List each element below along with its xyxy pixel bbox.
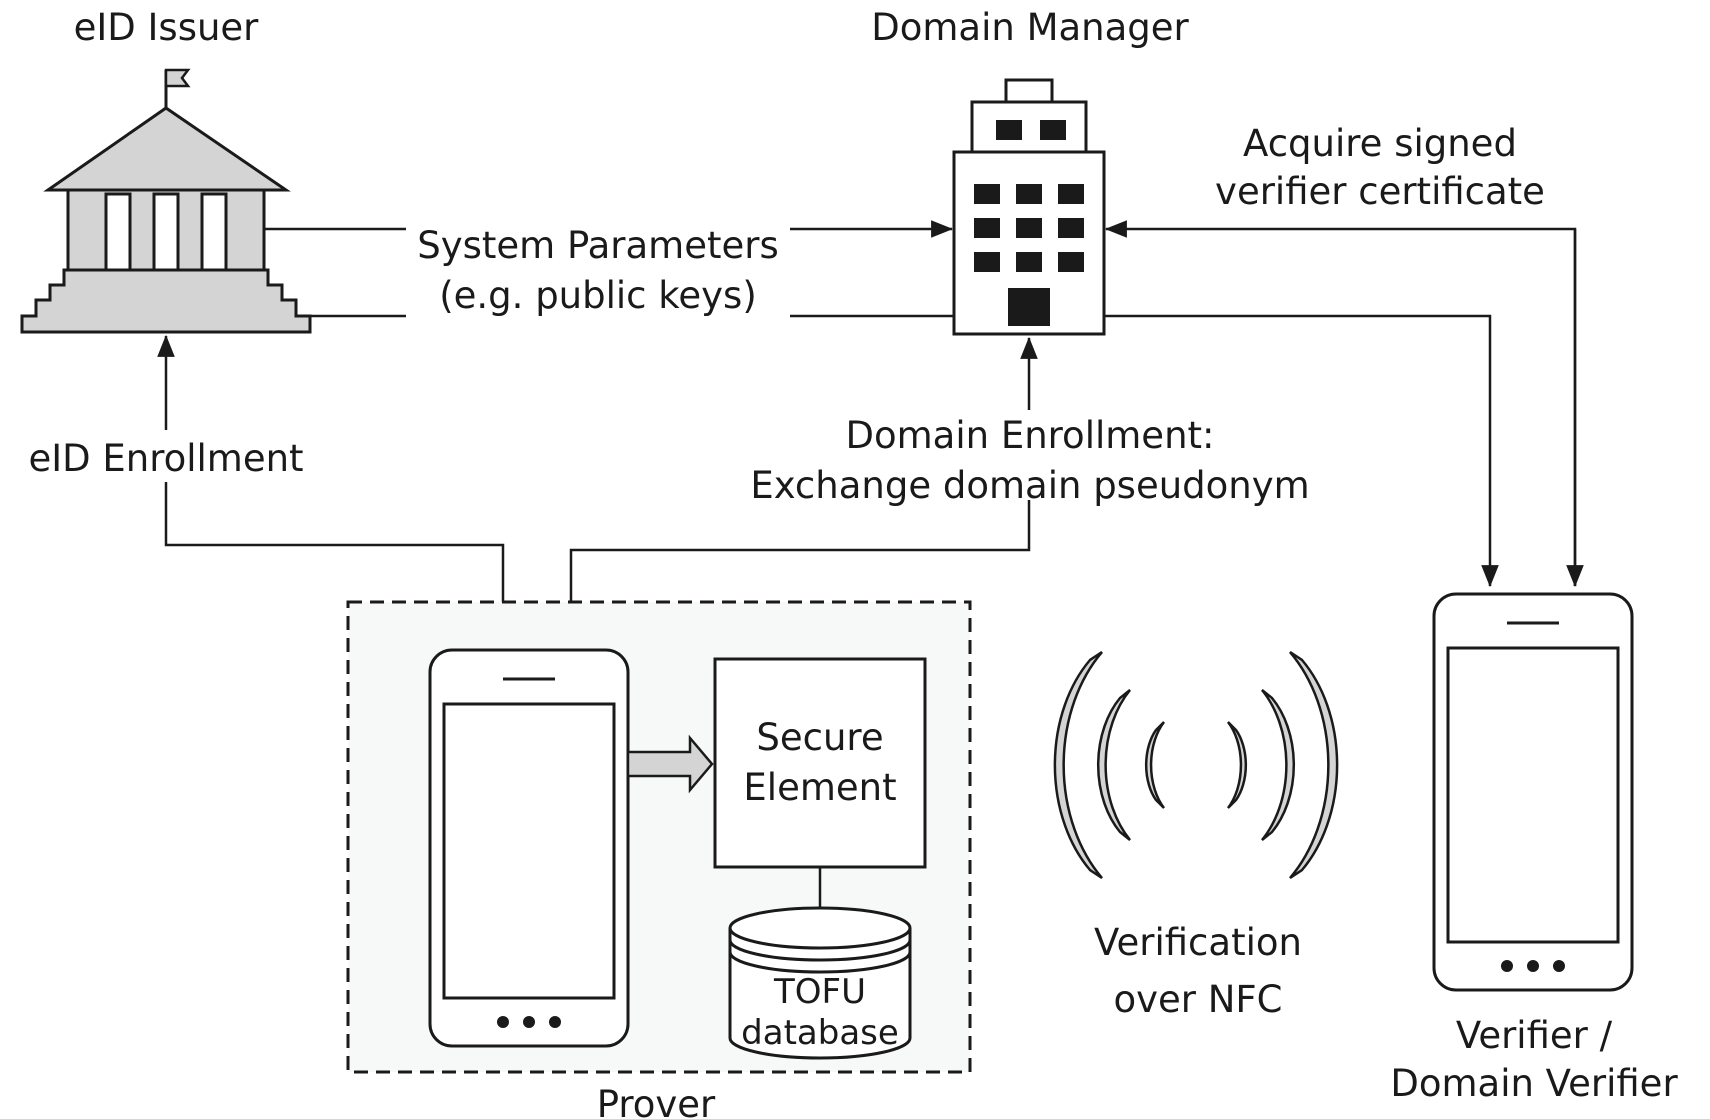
- secure-element-label-1: Secure: [756, 716, 883, 759]
- secure-element-label-2: Element: [743, 766, 896, 809]
- system-parameters-edge: System Parameters (e.g. public keys): [264, 220, 954, 318]
- eid-issuer-node: eID Issuer: [20, 6, 312, 334]
- phone-to-secure-element-arrow: [626, 734, 714, 794]
- domain-enrollment-label-2: Exchange domain pseudonym: [750, 464, 1309, 507]
- eid-issuer-label: eID Issuer: [74, 6, 260, 49]
- system-params-label-2: (e.g. public keys): [439, 274, 757, 317]
- office-building-icon: [952, 78, 1106, 336]
- verifier-node: Verifier / Domain Verifier: [1390, 592, 1678, 1105]
- prover-label: Prover: [597, 1083, 716, 1119]
- domain-enrollment-label-1: Domain Enrollment:: [846, 414, 1215, 457]
- nfc-label-1: Verification: [1094, 921, 1302, 964]
- nfc-label-2: over NFC: [1113, 978, 1282, 1021]
- eid-enrollment-label: eID Enrollment: [28, 437, 303, 480]
- government-building-icon: [20, 68, 312, 334]
- domain-manager-label: Domain Manager: [871, 6, 1189, 49]
- eid-enrollment-edge: eID Enrollment: [28, 334, 512, 647]
- tofu-label-1: TOFU: [773, 972, 866, 1012]
- domain-manager-to-verifier-arrow: [1104, 314, 1499, 588]
- verifier-label-2: Domain Verifier: [1390, 1062, 1678, 1105]
- acquire-cert-label-2: verifier certificate: [1215, 170, 1545, 213]
- tofu-label-2: database: [741, 1013, 899, 1053]
- prover-node: Prover Secure Element TOFU database: [346, 600, 972, 1119]
- system-params-label-1: System Parameters: [417, 224, 779, 267]
- nfc-waves-icon: [1053, 650, 1339, 880]
- smartphone-icon: [428, 648, 630, 1048]
- database-icon: TOFU database: [728, 906, 912, 1060]
- verifier-to-domain-manager-arrow: [1104, 220, 1577, 586]
- verifier-smartphone-icon: [1432, 592, 1634, 992]
- verifier-label-1: Verifier /: [1456, 1014, 1613, 1057]
- secure-element-node: Secure Element: [713, 657, 927, 869]
- eid-enrollment-arrow-to-prover: [164, 482, 512, 647]
- domain-enrollment-arrow-to-prover: [562, 500, 1031, 647]
- secure-element-box: [713, 657, 927, 869]
- domain-manager-to-verifier-edges: Acquire signed verifier certificate: [1104, 122, 1584, 588]
- domain-enrollment-edge: Domain Enrollment: Exchange domain pseud…: [562, 336, 1310, 647]
- acquire-cert-label-1: Acquire signed: [1243, 122, 1517, 165]
- domain-manager-node: Domain Manager: [871, 6, 1190, 336]
